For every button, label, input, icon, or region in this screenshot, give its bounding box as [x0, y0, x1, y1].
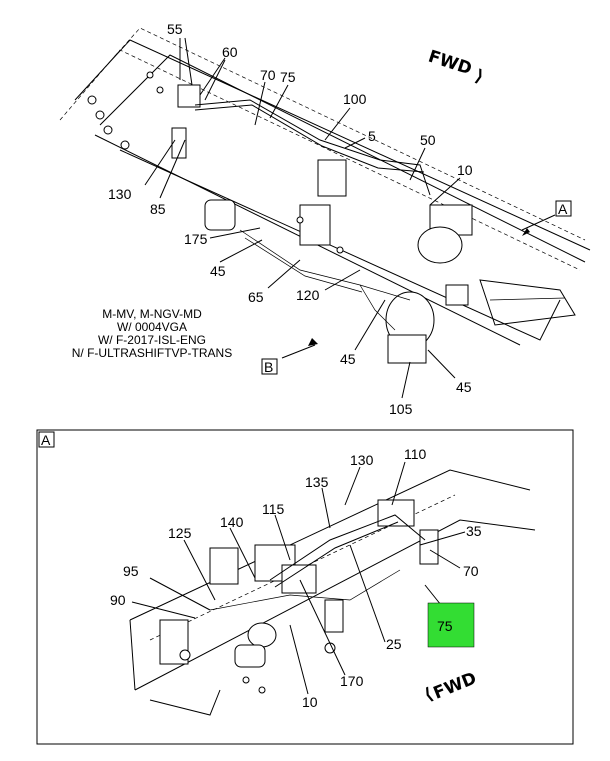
- note-line-2: W/ 0004VGA: [117, 320, 187, 334]
- callout-175: 175: [184, 231, 208, 247]
- callout-75-highlighted: 75: [437, 618, 453, 634]
- callout-70-detail: 70: [463, 563, 479, 579]
- callout-95: 95: [123, 563, 139, 579]
- view-flag-b: B: [261, 338, 318, 375]
- fwd-label-top: FWD: [426, 47, 474, 80]
- callout-110: 110: [404, 446, 427, 462]
- note-line-1: M-MV, M-NGV-MD: [102, 307, 202, 321]
- frame-rail-assembly-detail: [129, 469, 536, 716]
- fwd-label-detail: FWD: [431, 669, 480, 704]
- callout-170: 170: [340, 673, 364, 689]
- callout-60: 60: [222, 44, 238, 60]
- forward-arrow-detail: ⟨ FWD: [421, 669, 479, 706]
- applicability-notes: M-MV, M-NGV-MD W/ 0004VGA W/ F-2017-ISL-…: [72, 307, 232, 360]
- callout-75: 75: [280, 69, 296, 85]
- callout-leaders-top: [144, 37, 556, 399]
- callout-115: 115: [262, 501, 285, 517]
- callout-5: 5: [368, 128, 376, 144]
- forward-arrow-top: FWD ⟩: [426, 47, 486, 88]
- callout-leaders-detail: [131, 461, 466, 695]
- callout-55: 55: [167, 21, 183, 37]
- view-flag-a: A: [522, 200, 572, 236]
- fwd-chevron-icon: ⟩: [472, 66, 486, 87]
- callout-25: 25: [386, 636, 402, 652]
- callout-85: 85: [150, 201, 166, 217]
- detail-a-frame: [36, 429, 574, 745]
- callout-120: 120: [296, 287, 320, 303]
- callout-35: 35: [466, 523, 482, 539]
- callout-70: 70: [260, 67, 276, 83]
- detail-a-title-box: [38, 431, 55, 448]
- svg-text:A: A: [558, 201, 568, 217]
- callout-135: 135: [305, 474, 329, 490]
- callout-130-detail: 130: [350, 452, 374, 468]
- callout-140: 140: [220, 514, 244, 530]
- callout-10: 10: [457, 162, 473, 178]
- note-line-3: W/ F-2017-ISL-ENG: [98, 333, 206, 347]
- callout-65: 65: [248, 289, 264, 305]
- callouts-detail: 130 110 135 115 140 125 35 95 70 90 25 1…: [110, 446, 482, 710]
- frame-rail-assembly-top: [59, 27, 591, 364]
- svg-text:B: B: [264, 359, 273, 375]
- callout-100: 100: [343, 91, 367, 107]
- callout-105: 105: [389, 401, 413, 417]
- callout-50: 50: [420, 132, 436, 148]
- note-line-4: N/ F-ULTRASHIFTVP-TRANS: [72, 346, 232, 360]
- highlighted-callout-box: [427, 602, 475, 648]
- callout-90: 90: [110, 592, 126, 608]
- callouts-top: 55 60 70 75 100 5 50 10 130 85 175 45 65…: [108, 21, 473, 417]
- callout-45-b: 45: [340, 351, 356, 367]
- callout-130: 130: [108, 186, 132, 202]
- callout-45-a: 45: [210, 263, 226, 279]
- detail-a-title: A: [41, 432, 51, 448]
- callout-10-detail: 10: [302, 694, 318, 710]
- callout-125: 125: [168, 525, 192, 541]
- callout-45-c: 45: [456, 379, 472, 395]
